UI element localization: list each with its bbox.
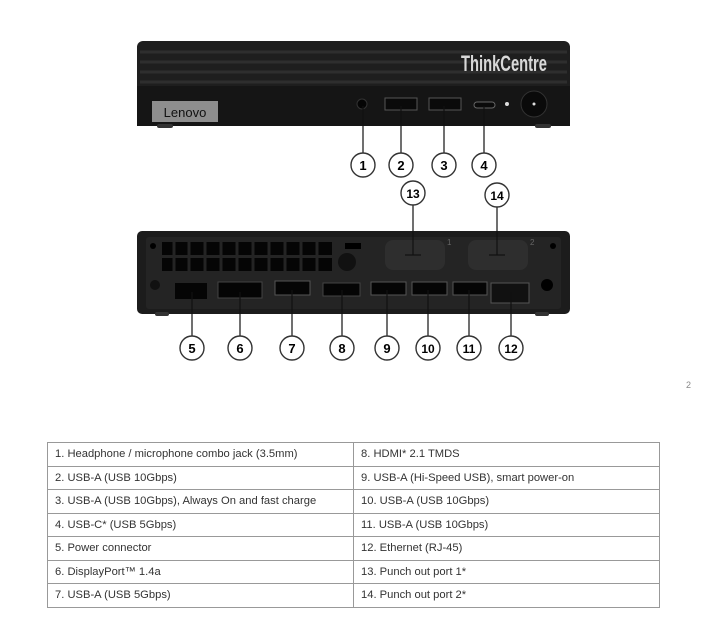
table-cell: 2. USB-A (USB 10Gbps) bbox=[47, 465, 354, 490]
callout-11: 11 bbox=[463, 342, 476, 356]
table-cell: 11. USB-A (USB 10Gbps) bbox=[353, 512, 660, 537]
callout-9: 9 bbox=[383, 341, 390, 356]
usb-a-port-icon bbox=[370, 281, 407, 296]
table-row: 4. USB-C* (USB 5Gbps)11. USB-A (USB 10Gb… bbox=[47, 512, 660, 537]
table-cell: 8. HDMI* 2.1 TMDS bbox=[353, 442, 660, 467]
callout-5: 5 bbox=[188, 341, 195, 356]
ports-table: 1. Headphone / microphone combo jack (3.… bbox=[47, 442, 660, 608]
callout-2: 2 bbox=[397, 158, 404, 173]
ethernet-port-icon bbox=[490, 282, 530, 304]
usb-a-port-icon bbox=[452, 281, 488, 296]
led-icon bbox=[505, 102, 509, 106]
table-cell: 9. USB-A (Hi-Speed USB), smart power-on bbox=[353, 465, 660, 490]
table-cell: 4. USB-C* (USB 5Gbps) bbox=[47, 512, 354, 537]
table-row: 3. USB-A (USB 10Gbps), Always On and fas… bbox=[47, 489, 660, 514]
front-callouts: 1 2 3 4 bbox=[350, 152, 497, 178]
callout-10: 10 bbox=[421, 342, 435, 356]
power-connector-icon bbox=[175, 283, 207, 299]
table-cell: 5. Power connector bbox=[47, 536, 354, 561]
callout-4: 4 bbox=[480, 158, 488, 173]
usb-a-port-icon bbox=[428, 97, 462, 111]
lenovo-badge bbox=[152, 101, 218, 122]
callout-6: 6 bbox=[236, 341, 243, 356]
callout-14: 14 bbox=[490, 189, 504, 203]
front-view: Lenovo ThinkCentre 1 2 3 4 bbox=[137, 41, 570, 178]
callout-8: 8 bbox=[338, 341, 345, 356]
device-diagram: Lenovo ThinkCentre 1 2 3 4 bbox=[137, 41, 570, 361]
callout-3: 3 bbox=[440, 158, 447, 173]
rear-callouts: 13 14 5 6 7 8 9 10 11 12 bbox=[179, 180, 524, 361]
table-cell: 12. Ethernet (RJ-45) bbox=[353, 536, 660, 561]
lenovo-logo: Lenovo bbox=[164, 105, 207, 120]
table-cell: 1. Headphone / microphone combo jack (3.… bbox=[47, 442, 354, 467]
table-row: 2. USB-A (USB 10Gbps)9. USB-A (Hi-Speed … bbox=[47, 465, 660, 490]
punch-label-2: 2 bbox=[530, 238, 535, 247]
table-cell: 13. Punch out port 1* bbox=[353, 559, 660, 584]
table-cell: 7. USB-A (USB 5Gbps) bbox=[47, 583, 354, 608]
callout-12: 12 bbox=[504, 342, 518, 356]
table-row: 7. USB-A (USB 5Gbps)14. Punch out port 2… bbox=[47, 583, 660, 608]
table-cell: 3. USB-A (USB 10Gbps), Always On and fas… bbox=[47, 489, 354, 514]
punch-label-1: 1 bbox=[447, 238, 452, 247]
callout-7: 7 bbox=[288, 341, 295, 356]
table-cell: 6. DisplayPort™ 1.4a bbox=[47, 559, 354, 584]
thinkcentre-logo: ThinkCentre bbox=[461, 51, 547, 76]
table-cell: 14. Punch out port 2* bbox=[353, 583, 660, 608]
usb-a-port-icon bbox=[411, 281, 448, 296]
callout-1: 1 bbox=[359, 158, 366, 173]
headphone-jack-icon bbox=[356, 98, 368, 110]
rear-view: 1 2 13 14 5 6 7 bbox=[137, 180, 570, 361]
table-row: 1. Headphone / microphone combo jack (3.… bbox=[47, 442, 660, 467]
table-cell: 10. USB-A (USB 10Gbps) bbox=[353, 489, 660, 514]
callout-13: 13 bbox=[406, 187, 420, 201]
page-number: 2 bbox=[686, 380, 692, 390]
